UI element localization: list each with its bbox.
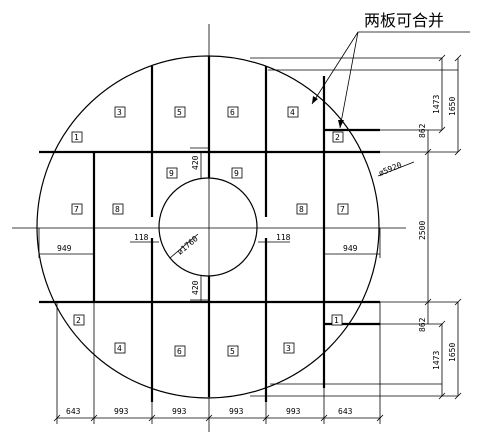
svg-text:ø1760: ø1760 [176,234,200,256]
merge-note: 两板可合并 [364,11,444,30]
svg-text:862: 862 [418,317,427,332]
svg-text:2: 2 [76,316,81,325]
svg-text:6: 6 [230,108,235,117]
note-leaders [311,31,470,129]
svg-text:9: 9 [169,169,174,178]
svg-text:993: 993 [114,407,129,416]
svg-text:ø5920: ø5920 [377,160,403,177]
svg-text:993: 993 [172,407,187,416]
svg-text:118: 118 [134,233,149,242]
svg-text:993: 993 [229,407,244,416]
svg-text:8: 8 [115,205,120,214]
svg-text:2: 2 [335,133,340,142]
svg-text:420: 420 [191,155,200,170]
svg-text:7: 7 [74,205,79,214]
svg-text:420: 420 [191,280,200,295]
svg-text:5: 5 [177,108,182,117]
svg-text:9: 9 [234,169,239,178]
svg-text:1650: 1650 [448,97,457,116]
svg-text:949: 949 [343,244,358,253]
svg-text:3: 3 [286,344,291,353]
dimension-ticks [53,54,462,422]
svg-text:4: 4 [290,108,295,117]
plate-grid [39,56,380,402]
svg-text:643: 643 [66,407,81,416]
svg-text:1: 1 [74,133,79,142]
svg-text:6: 6 [177,347,182,356]
plate-labels: 1 3 5 6 4 2 7 8 9 9 8 7 2 4 6 5 3 1 [71,106,349,357]
svg-text:949: 949 [57,244,72,253]
dimension-texts: 643 993 993 993 993 643 949 949 118 118 … [57,95,457,416]
svg-text:8: 8 [299,205,304,214]
extension-lines [38,57,458,424]
svg-text:1: 1 [334,316,339,325]
svg-text:118: 118 [276,233,291,242]
svg-text:4: 4 [117,344,122,353]
svg-text:1473: 1473 [432,351,441,370]
inner-circle [158,177,258,277]
dimension-lines [39,58,459,419]
svg-text:2500: 2500 [418,221,427,240]
svg-text:5: 5 [230,347,235,356]
svg-text:862: 862 [418,123,427,138]
svg-text:7: 7 [340,205,345,214]
svg-text:1473: 1473 [432,95,441,114]
svg-text:3: 3 [117,108,122,117]
svg-text:1650: 1650 [448,343,457,362]
svg-text:643: 643 [338,407,353,416]
svg-text:993: 993 [286,407,301,416]
